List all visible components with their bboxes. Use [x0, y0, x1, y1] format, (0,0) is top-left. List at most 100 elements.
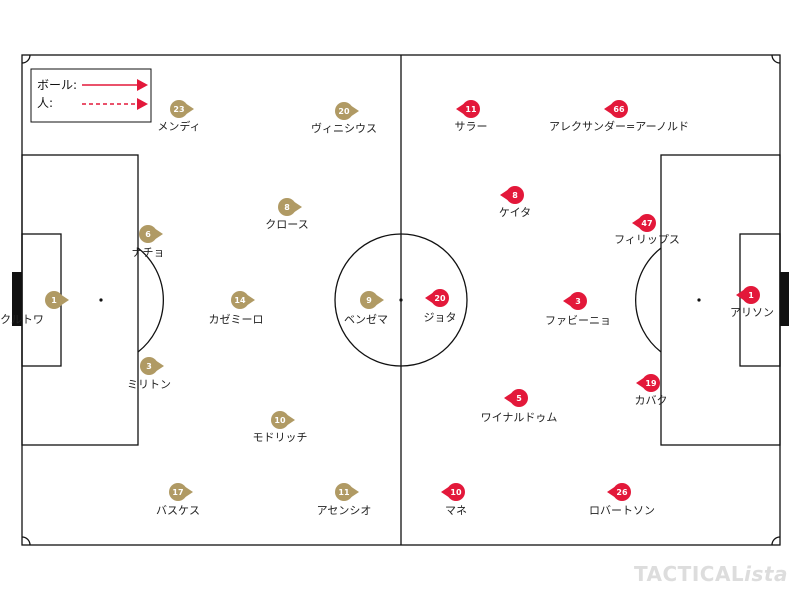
- left-penalty-area: [21, 154, 139, 446]
- home-player-circle: [271, 411, 289, 429]
- left-penalty-arc: [137, 247, 165, 353]
- home-player-marker: 9 ベンゼマ: [344, 291, 388, 326]
- corner-arc-br: [771, 536, 781, 546]
- away-player-circle: [462, 100, 480, 118]
- away-player-marker: 10 マネ: [441, 483, 467, 517]
- home-player-name: クロース: [265, 218, 308, 231]
- legend-box: [30, 68, 152, 123]
- home-player-circle: [170, 100, 188, 118]
- away-player-circle: [510, 389, 528, 407]
- away-player-circle: [610, 100, 628, 118]
- home-player-circle: [169, 483, 187, 501]
- right-goal: [780, 272, 789, 326]
- home-player-number: 6: [145, 230, 151, 239]
- home-player-name: ヴィニシウス: [311, 121, 377, 135]
- home-player-name: クルトワ: [0, 313, 44, 326]
- away-player-marker: 20 ジョタ: [424, 289, 457, 324]
- away-player-number: 10: [450, 488, 462, 497]
- home-player-marker: 3 ミリトン: [127, 357, 171, 391]
- home-player-number: 11: [338, 488, 350, 497]
- away-player-number: 47: [641, 219, 652, 228]
- home-player-circle: [231, 291, 249, 309]
- left-goal: [12, 272, 22, 326]
- away-player-name: マネ: [445, 504, 467, 517]
- away-player-name: アレクサンダー=アーノルド: [549, 119, 689, 133]
- away-player-name: フィリップス: [614, 233, 680, 246]
- home-player-number: 1: [51, 296, 57, 305]
- legend-person-label: 人:: [37, 96, 53, 110]
- away-player-number: 20: [434, 294, 446, 303]
- home-player-name: カゼミーロ: [209, 313, 264, 326]
- away-player-number: 3: [575, 297, 581, 306]
- right-penalty-arc: [634, 247, 662, 353]
- home-player-marker: 8 クロース: [265, 198, 309, 231]
- away-player-circle: [569, 292, 587, 310]
- home-player-name: モドリッチ: [253, 431, 308, 444]
- away-player-circle: [642, 374, 660, 392]
- away-player-marker: 8 ケイタ: [499, 186, 531, 219]
- away-player-marker: 47 フィリップス: [614, 214, 680, 246]
- home-player-name: ミリトン: [127, 378, 171, 391]
- away-player-circle: [431, 289, 449, 307]
- brand-main: TACTICAL: [633, 562, 745, 586]
- away-player-name: サラー: [455, 120, 488, 133]
- away-player-circle: [742, 286, 760, 304]
- away-player-number: 5: [516, 394, 522, 403]
- away-player-number: 1: [748, 291, 754, 300]
- center-spot: [399, 298, 403, 302]
- away-player-number: 66: [613, 105, 625, 114]
- home-player-number: 9: [366, 296, 372, 305]
- away-player-circle: [638, 214, 656, 232]
- home-player-number: 17: [172, 488, 183, 497]
- away-player-name: ワイナルドゥム: [481, 411, 558, 424]
- corner-arc-bl: [21, 536, 31, 546]
- tacticalista-watermark: TACTICALista: [634, 562, 788, 586]
- away-player-number: 11: [465, 105, 477, 114]
- away-player-circle: [447, 483, 465, 501]
- corner-arc-tl: [21, 54, 31, 64]
- home-player-number: 23: [173, 105, 184, 114]
- home-player-circle: [335, 102, 353, 120]
- home-player-name: ナチョ: [132, 246, 165, 259]
- away-player-marker: 11 サラー: [455, 100, 488, 133]
- right-penalty-area: [660, 154, 781, 446]
- away-player-name: ジョタ: [424, 311, 457, 324]
- center-circle: [334, 233, 468, 367]
- away-player-name: ファビーニョ: [545, 314, 611, 327]
- home-player-number: 3: [146, 362, 152, 371]
- away-player-number: 26: [616, 488, 628, 497]
- home-player-marker: 10 モドリッチ: [253, 411, 308, 444]
- ball-arrow-head: [137, 79, 148, 91]
- brand-suffix: ista: [744, 562, 788, 586]
- home-player-marker: 17 バスケス: [156, 483, 200, 517]
- right-penalty-spot: [697, 298, 701, 302]
- away-player-marker: 1 アリソン: [730, 286, 774, 319]
- home-player-name: バスケス: [156, 504, 200, 517]
- home-player-name: ベンゼマ: [344, 313, 388, 326]
- home-player-name: アセンシオ: [317, 504, 372, 517]
- away-player-marker: 26 ロバートソン: [589, 483, 655, 517]
- away-player-name: カバク: [635, 394, 668, 407]
- away-player-circle: [506, 186, 524, 204]
- corner-arc-tr: [771, 54, 781, 64]
- home-player-circle: [278, 198, 296, 216]
- away-player-number: 8: [512, 191, 518, 200]
- home-player-marker: 11 アセンシオ: [317, 483, 372, 517]
- away-player-marker: 66 アレクサンダー=アーノルド: [549, 100, 689, 133]
- home-player-number: 8: [284, 203, 290, 212]
- home-player-number: 20: [338, 107, 350, 116]
- home-player-circle: [335, 483, 353, 501]
- away-player-marker: 3 ファビーニョ: [545, 292, 611, 327]
- away-player-name: アリソン: [730, 306, 774, 319]
- away-player-name: ケイタ: [499, 206, 531, 219]
- home-player-marker: 20 ヴィニシウス: [311, 102, 377, 135]
- away-player-name: ロバートソン: [589, 504, 655, 517]
- home-player-name: メンディ: [157, 119, 200, 133]
- home-player-circle: [360, 291, 378, 309]
- home-player-number: 10: [274, 416, 286, 425]
- home-player-marker: 1 クルトワ: [0, 291, 69, 326]
